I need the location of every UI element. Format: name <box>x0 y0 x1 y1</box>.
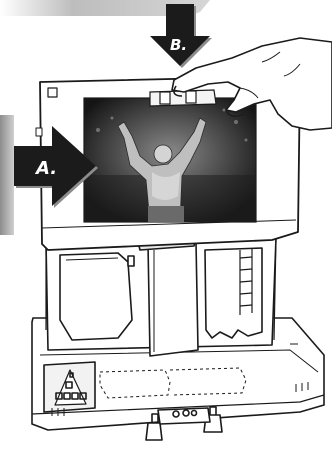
display-stand <box>32 238 324 440</box>
front-center-tab <box>158 408 210 424</box>
stand-left-window <box>60 253 132 340</box>
stand-right-window <box>205 248 262 338</box>
decorative-left-strip <box>0 115 14 235</box>
stand-center-strut <box>148 242 198 356</box>
base-label-panel <box>44 362 95 412</box>
callout-label-a: A. <box>34 158 57 179</box>
callout-label-b: B. <box>170 36 187 54</box>
